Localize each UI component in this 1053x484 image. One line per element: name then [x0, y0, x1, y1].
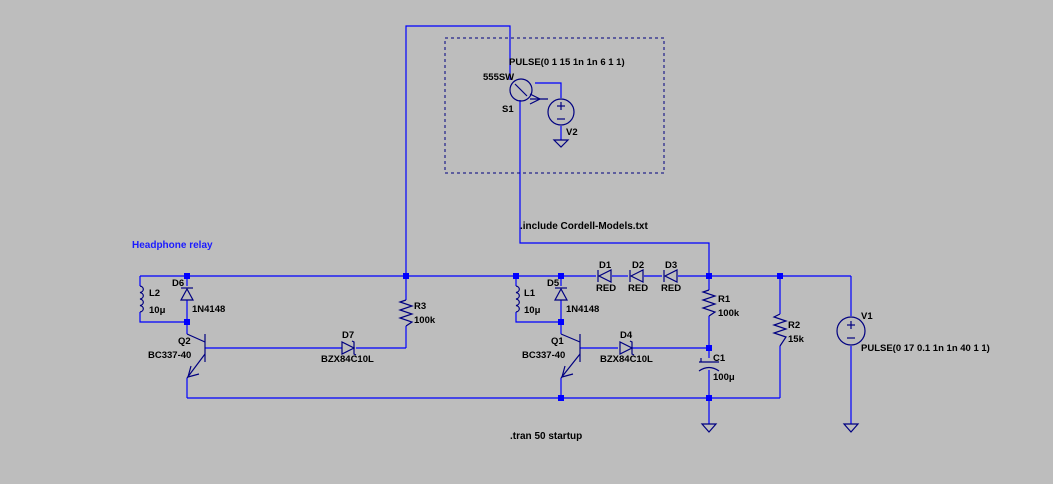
l1-inductor-symbol[interactable] [515, 285, 520, 313]
d5-diode-symbol[interactable] [553, 287, 569, 301]
d7-name-label: D7 [342, 330, 354, 341]
d3-name-label: D3 [665, 260, 677, 271]
ground-icon [842, 423, 860, 433]
r1-value-label: 100k [718, 308, 740, 319]
ground-icon [700, 423, 718, 433]
v1-source-symbol[interactable] [836, 316, 866, 346]
r3-name-label: R3 [414, 301, 426, 312]
d3-led-symbol[interactable] [663, 269, 678, 283]
d6-diode-symbol[interactable] [179, 287, 195, 301]
r2-value-label: 15k [788, 334, 805, 345]
s1-name-label: S1 [502, 104, 514, 115]
d4-zener-symbol[interactable] [619, 340, 635, 356]
tran-directive[interactable]: .tran 50 startup [510, 431, 582, 442]
s1-switch-symbol[interactable] [509, 78, 548, 105]
c1-value-label: 100μ [713, 372, 735, 383]
headphone-relay-comment: Headphone relay [132, 240, 213, 251]
d3-value-label: RED [661, 283, 681, 294]
d4-value-label: BZX84C10L [600, 354, 653, 365]
q1-name-label: Q1 [551, 336, 564, 347]
s1-model-label: 555SW [483, 72, 514, 83]
junction-dots [184, 273, 783, 401]
d2-led-symbol[interactable] [629, 269, 644, 283]
d5-name-label: D5 [547, 278, 560, 289]
q2-name-label: Q2 [178, 336, 191, 347]
v2-source-symbol[interactable] [547, 98, 575, 126]
l1-value-label: 10μ [524, 305, 541, 316]
d7-zener-symbol[interactable] [341, 340, 357, 356]
l2-value-label: 10μ [149, 305, 166, 316]
d1-led-symbol[interactable] [597, 269, 612, 283]
r1-name-label: R1 [718, 294, 731, 305]
wires [139, 25, 852, 424]
include-directive[interactable]: .include Cordell-Models.txt [520, 221, 648, 232]
l2-inductor-symbol[interactable] [139, 285, 144, 313]
d5-value-label: 1N4148 [566, 304, 599, 315]
d4-name-label: D4 [620, 330, 633, 341]
c1-name-label: C1 [713, 353, 726, 364]
d1-value-label: RED [596, 283, 616, 294]
v2-value-label: PULSE(0 1 15 1n 1n 6 1 1) [509, 57, 625, 68]
v1-value-label: PULSE(0 17 0.1 1n 1n 40 1 1) [861, 343, 990, 354]
r2-resistor-symbol[interactable] [772, 313, 788, 347]
v2-name-label: V2 [566, 127, 578, 138]
ground-icon [552, 139, 570, 148]
switch-model-box [444, 37, 665, 174]
q2-transistor-symbol[interactable] [186, 333, 206, 379]
d1-name-label: D1 [599, 260, 612, 271]
d7-value-label: BZX84C10L [321, 354, 374, 365]
d6-name-label: D6 [172, 278, 184, 289]
v1-name-label: V1 [861, 311, 873, 322]
c1-capacitor-symbol[interactable] [698, 358, 720, 372]
l1-name-label: L1 [524, 288, 536, 299]
l2-name-label: L2 [149, 288, 160, 299]
r3-value-label: 100k [414, 315, 436, 326]
q1-transistor-symbol[interactable] [560, 333, 581, 379]
q2-value-label: BC337-40 [148, 350, 191, 361]
d2-value-label: RED [628, 283, 648, 294]
q1-value-label: BC337-40 [522, 350, 565, 361]
d2-name-label: D2 [632, 260, 644, 271]
r1-resistor-symbol[interactable] [701, 289, 717, 317]
r3-resistor-symbol[interactable] [398, 299, 414, 327]
r2-name-label: R2 [788, 320, 800, 331]
d6-value-label: 1N4148 [192, 304, 225, 315]
